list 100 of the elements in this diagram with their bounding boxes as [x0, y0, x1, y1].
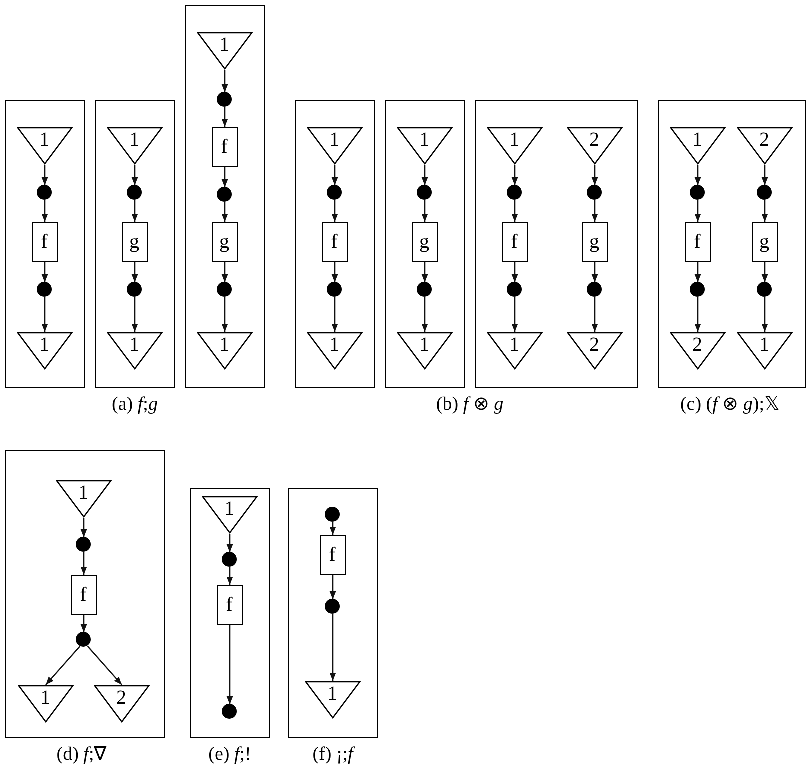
arrow: [332, 165, 338, 186]
arrow: [80, 518, 88, 538]
process-box: g: [752, 222, 778, 262]
arrow: [222, 262, 228, 282]
caption: (f) ¡;f: [312, 743, 354, 767]
frame-box: [5, 450, 165, 738]
triangle-node: 1: [304, 680, 360, 718]
triangle-node: 1: [16, 332, 72, 370]
process-box: g: [582, 222, 608, 262]
arrow: [592, 298, 598, 332]
arrow: [422, 262, 428, 282]
arrow: [512, 200, 518, 222]
process-box: f: [320, 534, 346, 574]
arrow: [330, 575, 336, 600]
process-box: f: [216, 584, 242, 624]
frame-box: [385, 100, 465, 388]
arrow: [592, 165, 598, 186]
arrow: [512, 262, 518, 282]
arrow: [226, 534, 234, 552]
arrow: [132, 200, 138, 222]
arrow: [332, 262, 338, 282]
process-box: g: [122, 222, 148, 262]
frame-box: [658, 100, 806, 388]
triangle-node: 1: [486, 126, 542, 164]
arrow: [694, 165, 702, 186]
arrow: [46, 646, 81, 686]
arrow: [694, 262, 702, 282]
triangle-node: 2: [94, 684, 150, 722]
triangle-node: 2: [736, 126, 792, 164]
arrow: [87, 646, 122, 686]
frame-box: [95, 100, 175, 388]
triangle-node: 2: [670, 332, 726, 370]
arrow: [762, 165, 768, 186]
process-box: f: [502, 222, 528, 262]
arrow: [222, 70, 228, 92]
triangle-node: 2: [566, 126, 622, 164]
triangle-node: 1: [670, 126, 726, 164]
arrow: [592, 200, 598, 222]
triangle-node: 1: [56, 480, 112, 518]
arrow: [762, 298, 768, 332]
arrow: [226, 568, 234, 585]
arrow: [592, 262, 598, 282]
process-box: g: [412, 222, 438, 262]
arrow: [694, 298, 702, 332]
caption: (c) (f ⊗ g);𝕏: [680, 393, 780, 417]
frame-box: [5, 100, 85, 388]
frame-box: [190, 488, 270, 738]
triangle-node: 1: [196, 332, 252, 370]
process-box: g: [212, 222, 238, 262]
triangle-node: 1: [202, 496, 258, 534]
caption: (d) f;∇: [56, 743, 108, 767]
frame-box: [475, 100, 638, 388]
process-box: f: [322, 222, 348, 262]
triangle-node: 1: [18, 684, 74, 722]
arrow: [222, 108, 228, 127]
caption: (e) f;!: [208, 743, 252, 767]
arrow: [132, 298, 138, 332]
arrow: [512, 298, 518, 332]
process-box: f: [70, 574, 96, 614]
arrow: [132, 165, 138, 186]
triangle-node: 1: [16, 126, 72, 164]
arrow: [226, 625, 234, 704]
arrow: [422, 200, 428, 222]
triangle-node: 1: [486, 332, 542, 370]
caption: (a) f;g: [112, 393, 158, 417]
process-box: f: [684, 222, 710, 262]
triangle-node: 1: [196, 32, 252, 70]
arrow: [330, 522, 336, 535]
process-box: f: [212, 126, 238, 166]
triangle-node: 1: [396, 332, 452, 370]
arrow: [332, 298, 338, 332]
process-box: f: [32, 222, 58, 262]
arrow: [762, 262, 768, 282]
arrow: [762, 200, 768, 222]
triangle-node: 2: [566, 332, 622, 370]
arrow: [222, 167, 228, 188]
triangle-node: 1: [396, 126, 452, 164]
frame-box: [185, 5, 265, 388]
triangle-node: 1: [106, 332, 162, 370]
arrow: [332, 200, 338, 222]
arrow: [42, 165, 48, 186]
arrow: [422, 165, 428, 186]
arrow: [222, 298, 228, 332]
arrow: [80, 552, 88, 575]
arrow: [222, 202, 228, 222]
arrow: [512, 165, 518, 186]
triangle-node: 1: [736, 332, 792, 370]
triangle-node: 1: [306, 126, 362, 164]
triangle-node: 1: [306, 332, 362, 370]
triangle-node: 1: [106, 126, 162, 164]
arrow: [330, 614, 336, 681]
caption: (b) f ⊗ g: [436, 393, 504, 417]
frame-box: [288, 488, 378, 738]
arrow: [42, 200, 48, 222]
arrow: [422, 298, 428, 332]
frame-box: [295, 100, 375, 388]
arrow: [80, 615, 88, 632]
arrow: [694, 200, 702, 222]
arrow: [132, 262, 138, 282]
arrow: [42, 298, 48, 332]
